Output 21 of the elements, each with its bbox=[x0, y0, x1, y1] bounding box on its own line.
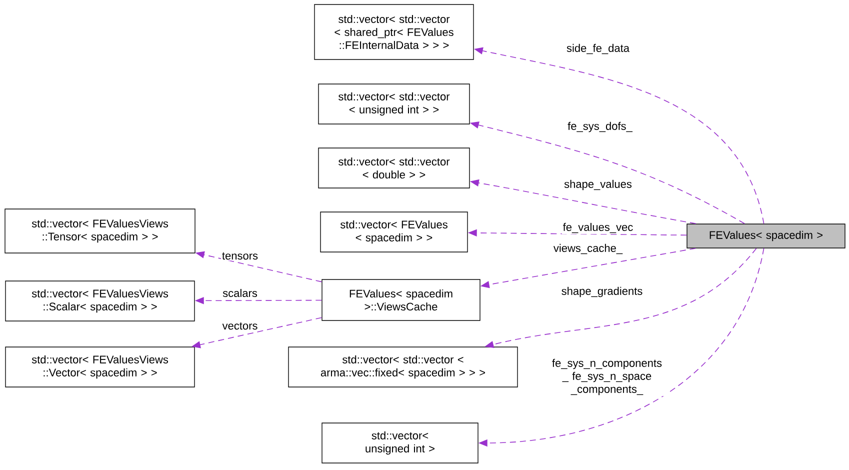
class-box: std::vector< FEValues < spacedim > > bbox=[320, 212, 468, 252]
class-box: std::vector< FEValuesViews ::Tensor< spacedim > > bbox=[4, 208, 196, 254]
class-box: std::vector< std::vector < shared_ptr< FEValues ::FEInternalData > > > bbox=[314, 4, 474, 60]
edge-label: scalars bbox=[222, 288, 258, 298]
edge-label: views_cache_ bbox=[552, 242, 624, 256]
edge-label: tensors bbox=[220, 251, 260, 261]
edge-label: shape_values bbox=[563, 178, 633, 192]
class-box: FEValues< spacedim > bbox=[686, 224, 846, 248]
edge-label: fe_sys_n_components _ fe_sys_n_space _components_ bbox=[546, 358, 668, 396]
class-box: std::vector< std::vector < unsigned int > > bbox=[318, 84, 470, 124]
class-box: std::vector< FEValuesViews ::Scalar< spacedim > > bbox=[5, 280, 195, 322]
edge-label: fe_values_vec bbox=[562, 222, 634, 234]
edge-label: side_fe_data bbox=[566, 42, 630, 56]
class-box: std::vector< FEValuesViews ::Vector< spacedim > > bbox=[5, 346, 195, 388]
class-box: FEValues< spacedim >::ViewsCache bbox=[322, 279, 480, 321]
class-box: std::vector< std::vector < arma::vec::fixed< spacedim > > > bbox=[288, 346, 518, 388]
class-box: std::vector< unsigned int > bbox=[322, 422, 478, 464]
edge-label: vectors bbox=[221, 321, 259, 331]
edge-label: fe_sys_dofs_ bbox=[566, 120, 634, 134]
class-box: std::vector< std::vector < double > > bbox=[318, 148, 470, 188]
edge-label: shape_gradients bbox=[560, 286, 644, 298]
